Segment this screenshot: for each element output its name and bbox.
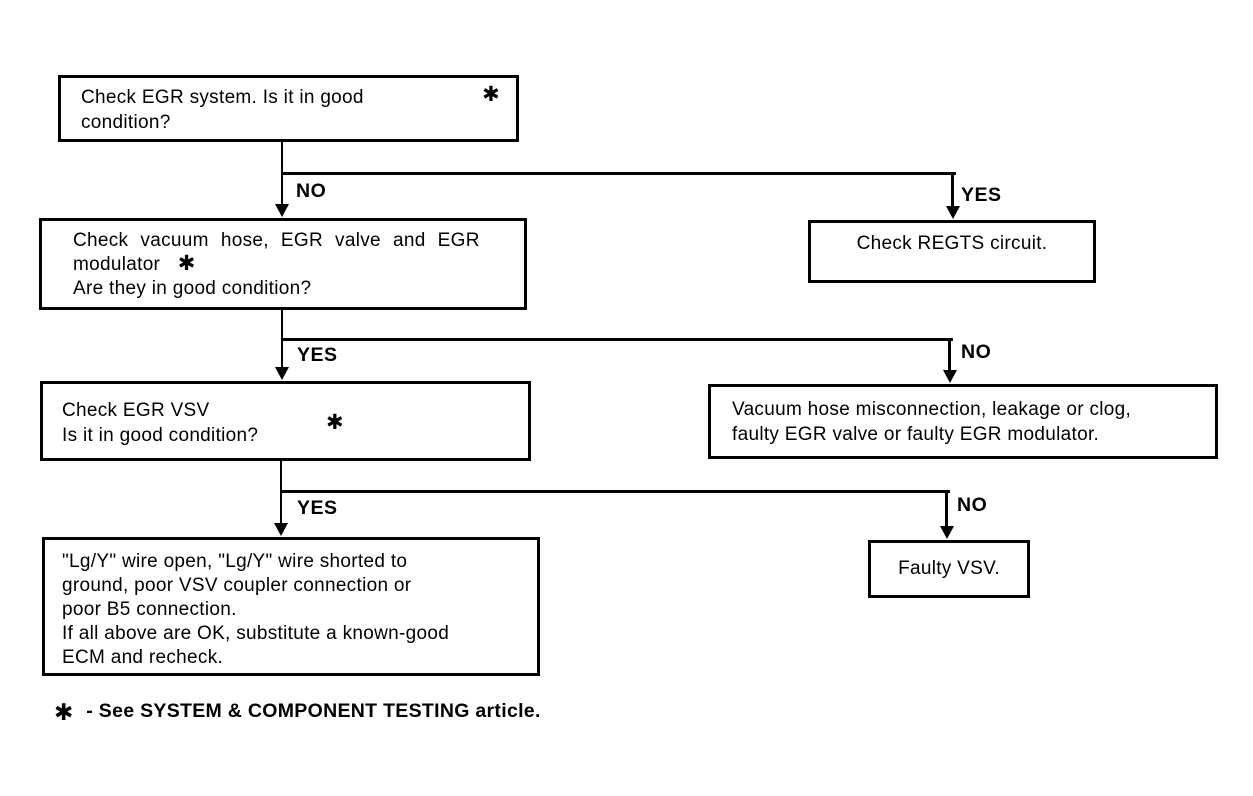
node-check-vacuum-hose-line1: Check vacuum hose, EGR valve and EGR xyxy=(73,230,480,251)
node-faulty-vsv: Faulty VSV. xyxy=(868,540,1030,598)
footnote-marker-star-icon: ✱ xyxy=(482,83,500,106)
connector-b-no-down-line xyxy=(948,338,951,371)
arrowhead-into-check-regts xyxy=(946,206,960,219)
connector-a-branch-line xyxy=(281,172,956,175)
node-wire-fault-text: "Lg/Y" wire open, "Lg/Y" wire shorted to… xyxy=(62,551,450,668)
branch-label-yes-3: YES xyxy=(297,497,338,519)
node-check-egr-vsv-line1: Check EGR VSV xyxy=(62,400,210,421)
arrowhead-into-vacuum-hose-fault xyxy=(943,370,957,383)
node-check-regts-circuit-text: Check REGTS circuit. xyxy=(856,233,1048,254)
node-faulty-vsv-text: Faulty VSV. xyxy=(898,558,1000,579)
node-check-vacuum-hose-line2-wrap: modulator ✱ xyxy=(73,253,524,277)
node-check-vacuum-hose-line2: modulator xyxy=(73,254,161,275)
connector-a-yes-down-line xyxy=(951,172,954,207)
connector-b-branch-line xyxy=(281,338,953,341)
arrowhead-into-faulty-vsv xyxy=(940,526,954,539)
branch-label-no-1: NO xyxy=(296,180,327,202)
node-vacuum-hose-fault: Vacuum hose misconnection, leakage or cl… xyxy=(708,384,1218,459)
footnote-text: - See SYSTEM & COMPONENT TESTING article… xyxy=(86,700,541,722)
node-check-egr-system-text: Check EGR system. Is it in good conditio… xyxy=(81,87,364,133)
branch-label-yes-1: YES xyxy=(961,184,1002,206)
node-check-vacuum-hose: Check vacuum hose, EGR valve and EGR mod… xyxy=(39,218,527,310)
node-wire-fault: "Lg/Y" wire open, "Lg/Y" wire shorted to… xyxy=(42,537,540,676)
connector-d-no-down-line xyxy=(945,490,948,527)
node-vacuum-hose-fault-text: Vacuum hose misconnection, leakage or cl… xyxy=(732,399,1132,445)
node-check-egr-vsv: Check EGR VSV Is it in good condition? ✱ xyxy=(40,381,531,461)
node-check-egr-system: Check EGR system. Is it in good conditio… xyxy=(58,75,519,142)
branch-label-no-2: NO xyxy=(961,341,992,363)
node-check-egr-vsv-line2: Is it in good condition? xyxy=(62,425,259,446)
arrowhead-into-check-vacuum-hose xyxy=(275,204,289,217)
branch-label-yes-2: YES xyxy=(297,344,338,366)
connector-d-branch-line xyxy=(280,490,950,493)
footnote-marker-star-icon: ✱ xyxy=(326,411,344,434)
branch-label-no-3: NO xyxy=(957,494,988,516)
node-check-regts-circuit: Check REGTS circuit. xyxy=(808,220,1096,283)
node-check-vacuum-hose-line3: Are they in good condition? xyxy=(73,278,312,299)
arrowhead-into-check-egr-vsv xyxy=(275,367,289,380)
footnote-star-icon: ✱ xyxy=(54,699,74,725)
footnote-marker-star-icon: ✱ xyxy=(177,252,196,275)
footnote: ✱ - See SYSTEM & COMPONENT TESTING artic… xyxy=(54,700,541,724)
arrowhead-into-wire-fault xyxy=(274,523,288,536)
